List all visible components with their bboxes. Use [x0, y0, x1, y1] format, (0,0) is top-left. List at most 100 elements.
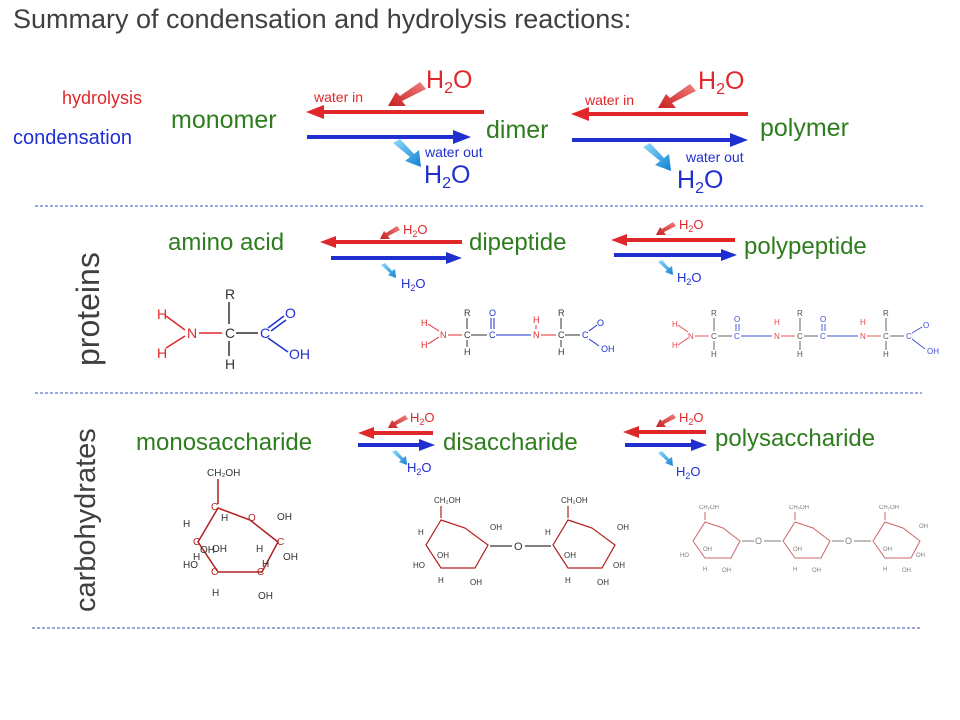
atom-o: O: [597, 318, 604, 328]
term-disaccharide: disaccharide: [443, 429, 578, 456]
atom-c: C: [883, 332, 889, 341]
atom-oh: OH: [613, 561, 625, 570]
atom-oh: OH: [470, 578, 482, 587]
water-h2o-top: H2O: [426, 66, 472, 97]
bond: [270, 319, 287, 332]
h2o-label-bottom: H2O: [407, 460, 432, 477]
atom-oh: OH: [812, 568, 821, 574]
atom-o: O: [820, 315, 826, 324]
water-in-arrow: [656, 414, 676, 427]
carb-arrows-right: H2O H2O: [623, 410, 707, 481]
hydrolysis-arrowhead: [358, 427, 374, 439]
atom-h: H: [157, 345, 167, 361]
atom-n: N: [187, 325, 197, 341]
condensation-arrowhead: [730, 133, 748, 147]
water-in-label: water in: [584, 92, 634, 108]
term-amino-acid: amino acid: [168, 229, 284, 256]
atom-h: H: [533, 315, 540, 325]
ch2oh-group: CH₂OH: [699, 505, 719, 511]
water-out-arrow: [643, 143, 671, 171]
atom-c: C: [211, 502, 218, 513]
water-h2o-top: H2O: [698, 67, 744, 98]
atom-ho: HO: [680, 553, 689, 559]
glycosidic-oxygen: O: [514, 541, 523, 553]
bond: [427, 323, 440, 332]
atom-c: C: [211, 567, 218, 578]
water-out-arrow: [392, 450, 407, 465]
atom-oh: OH: [722, 568, 731, 574]
h2o-label-bottom: H2O: [676, 464, 701, 481]
h2o-label-top: H2O: [410, 410, 435, 427]
atom-o: O: [734, 315, 740, 324]
atom-c: C: [820, 332, 826, 341]
bond: [677, 324, 689, 333]
atom-h: H: [183, 519, 190, 530]
bond: [267, 337, 289, 353]
atom-h: H: [221, 513, 228, 524]
water-out-arrow: [658, 260, 673, 275]
atom-oh: OH: [919, 524, 928, 530]
atom-r: R: [797, 309, 803, 318]
atom-oh: OH: [902, 568, 911, 574]
water-h2o-bottom: H2O: [677, 166, 723, 197]
dipeptide-structure: H H N C R H C O N H C R H C O OH: [421, 308, 615, 357]
sugar-ring: [197, 507, 279, 573]
term-polypeptide: polypeptide: [744, 233, 867, 260]
condensation-arrowhead: [721, 249, 737, 261]
atom-h: H: [558, 347, 565, 357]
atom-h: H: [797, 350, 803, 359]
atom-oh: OH: [437, 551, 449, 560]
atom-n: N: [533, 330, 540, 340]
ch2oh-group: CH₂OH: [561, 496, 588, 505]
atom-c: C: [797, 332, 803, 341]
atom-h: H: [545, 528, 551, 537]
atom-oh: OH: [258, 591, 273, 602]
sugar-ring: [425, 519, 489, 569]
atom-r: R: [225, 286, 235, 302]
water-out-arrow: [658, 451, 673, 466]
legend-hydrolysis: hydrolysis: [62, 88, 142, 108]
h2o-label-top: H2O: [679, 410, 704, 427]
bond: [427, 336, 440, 345]
atom-c: C: [277, 537, 284, 548]
hydrolysis-arrowhead: [320, 236, 336, 248]
bond: [165, 315, 186, 331]
sugar-ring: [552, 519, 616, 569]
disaccharide-structure: CH₂OH CH₂OH O H OH HO OH H OH H OH OH OH…: [413, 496, 629, 587]
atom-c-carboxyl: C: [260, 325, 270, 341]
h2o-label-bottom: H2O: [401, 276, 426, 293]
atom-c-alpha: C: [225, 325, 235, 341]
water-out-arrow: [381, 263, 396, 278]
atom-h: H: [774, 318, 780, 327]
bond: [588, 338, 600, 347]
atom-c: C: [906, 332, 912, 341]
atom-oh: OH: [916, 553, 925, 559]
atom-h: H: [157, 306, 167, 322]
glycosidic-oxygen: O: [845, 536, 852, 546]
polysaccharide-structure: CH₂OH CH₂OH CH₂OH O O HO OH H OH OH H OH…: [680, 505, 928, 574]
atom-r: R: [558, 308, 565, 318]
atom-oh: OH: [597, 578, 609, 587]
atom-n: N: [860, 332, 866, 341]
atom-c: C: [582, 330, 589, 340]
atom-c: C: [257, 567, 264, 578]
atom-o: O: [489, 308, 496, 318]
atom-o: O: [285, 305, 296, 321]
atom-oh: OH: [283, 552, 298, 563]
h2o-label-bottom: H2O: [677, 270, 702, 287]
atom-oh: OH: [927, 347, 939, 356]
atom-oh: OH: [277, 512, 292, 523]
bond: [588, 324, 598, 332]
atom-oh: OH: [564, 551, 576, 560]
atom-h: H: [711, 350, 717, 359]
hydrolysis-arrowhead: [306, 105, 324, 119]
glycosidic-oxygen: O: [755, 536, 762, 546]
atom-o: O: [248, 513, 256, 524]
amino-acid-structure: H H N C R H C O OH: [157, 286, 310, 372]
water-in-arrow: [388, 415, 408, 428]
atom-h: H: [193, 552, 200, 563]
atom-c: C: [464, 330, 471, 340]
atom-h: H: [438, 576, 444, 585]
